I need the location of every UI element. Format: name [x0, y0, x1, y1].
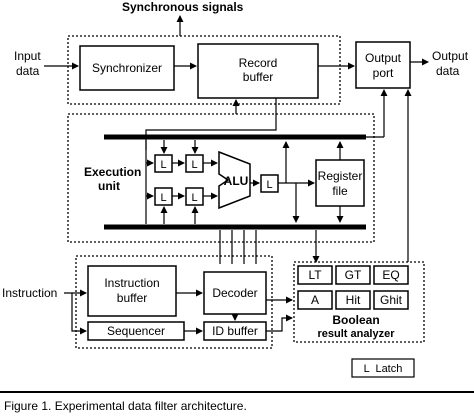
- record-buffer-label-1: Record: [239, 56, 278, 70]
- flag-eq-box: [373, 265, 409, 285]
- record-buffer-label-2: buffer: [243, 70, 273, 84]
- latch-3-label: L: [160, 192, 166, 204]
- output-port-block: [355, 41, 411, 89]
- boolean-analyzer-region: [293, 261, 425, 343]
- sequencer-label: Sequencer: [107, 324, 165, 338]
- boolean-analyzer-label-2: result analyzer: [317, 328, 395, 340]
- legend-box: [351, 358, 415, 378]
- synchronizer-block: [79, 45, 175, 91]
- latch-2-label: L: [191, 159, 197, 171]
- flag-lt-label: LT: [308, 268, 322, 282]
- record-to-exec-path: [145, 98, 277, 150]
- synchronizer-label: Synchronizer: [92, 61, 162, 75]
- flag-a-box: [297, 290, 333, 310]
- flag-ghit-label: Ghit: [380, 293, 403, 307]
- input-stage-region: [67, 35, 341, 105]
- register-file-label-2: file: [332, 184, 348, 198]
- instruction-stage-region: [75, 255, 273, 349]
- latch-1-label: L: [160, 159, 166, 171]
- flag-gt-label: GT: [345, 268, 362, 282]
- execution-unit-label-2: unit: [98, 179, 120, 193]
- alu-block: [218, 150, 251, 210]
- id-buffer-label: ID buffer: [212, 324, 258, 338]
- register-file-block: [315, 159, 365, 207]
- output-port-label-2: port: [373, 66, 394, 80]
- instruction-buffer-block: [87, 265, 177, 317]
- input-data-label-2: data: [16, 64, 40, 78]
- figure-caption: Figure 1. Experimental data filter archi…: [4, 399, 247, 413]
- synchronous-signals-label: Synchronous signals: [122, 0, 244, 14]
- alu-label: ALU: [224, 174, 249, 188]
- instruction-buffer-label-1: Instruction: [104, 276, 159, 290]
- execution-unit-region: [67, 113, 375, 243]
- output-port-label-1: Output: [365, 51, 402, 65]
- register-file-label-1: Register: [318, 169, 363, 183]
- decoder-label: Decoder: [212, 286, 257, 300]
- instruction-buffer-label-2: buffer: [117, 291, 147, 305]
- input-data-label-1: Input: [14, 49, 41, 63]
- execution-unit-label-1: Execution: [84, 165, 141, 179]
- legend-label: L Latch: [364, 363, 403, 375]
- flag-a-label: A: [311, 293, 319, 307]
- instruction-to-sequencer-path: [71, 293, 87, 335]
- instruction-label: Instruction: [2, 286, 57, 300]
- flag-ghit-box: [373, 290, 409, 310]
- output-data-label-1: Output: [432, 49, 469, 63]
- flag-hit-label: Hit: [346, 293, 361, 307]
- flag-eq-label: EQ: [382, 268, 399, 282]
- flag-hit-box: [335, 290, 371, 310]
- flag-lt-box: [297, 265, 333, 285]
- flag-gt-box: [335, 265, 371, 285]
- record-buffer-block: [197, 43, 319, 99]
- boolean-analyzer-label-1: Boolean: [332, 313, 379, 327]
- decoder-block: [203, 271, 267, 315]
- latch-5-label: L: [266, 179, 272, 191]
- output-data-label-2: data: [436, 64, 460, 78]
- idbuffer-to-boolean-path: [266, 314, 293, 332]
- latch-4-label: L: [191, 192, 197, 204]
